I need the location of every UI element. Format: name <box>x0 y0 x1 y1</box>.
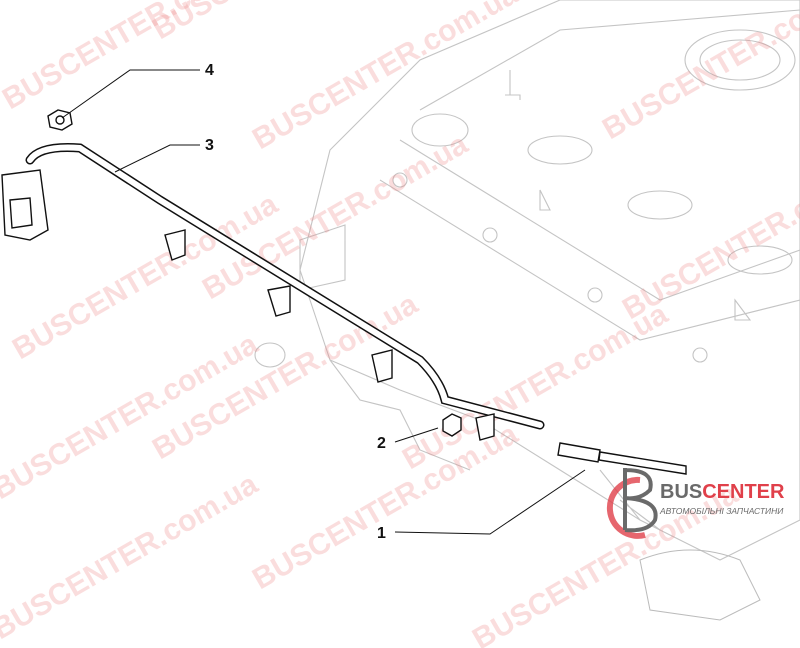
buscenter-logo: BUSCENTER АВТОМОБІЛЬНІ ЗАПЧАСТИНИ <box>606 468 785 621</box>
leader-lines <box>61 69 586 535</box>
svg-text:АВТОМОБІЛЬНІ ЗАПЧАСТИНИ: АВТОМОБІЛЬНІ ЗАПЧАСТИНИ <box>659 506 784 516</box>
part-1-glow-plug <box>557 442 687 475</box>
part-2-nut <box>442 413 462 437</box>
callout-2: 2 <box>377 435 386 452</box>
callout-4: 4 <box>205 62 214 79</box>
svg-text:BUSCENTER.com.ua: BUSCENTER.com.ua <box>147 0 424 46</box>
svg-text:BUSCENTER.com.ua: BUSCENTER.com.ua <box>0 467 264 646</box>
svg-text:BUSCENTER: BUSCENTER <box>660 481 785 503</box>
callout-1: 1 <box>377 525 386 542</box>
callout-3: 3 <box>205 137 214 154</box>
svg-text:BUSCENTER.com.ua: BUSCENTER.com.ua <box>617 147 800 326</box>
part-3-glow-plug-harness <box>1 143 545 441</box>
svg-text:BUSCENTER.com.ua: BUSCENTER.com.ua <box>247 0 524 156</box>
svg-text:BUSCENTER.com.ua: BUSCENTER.com.ua <box>0 0 274 116</box>
